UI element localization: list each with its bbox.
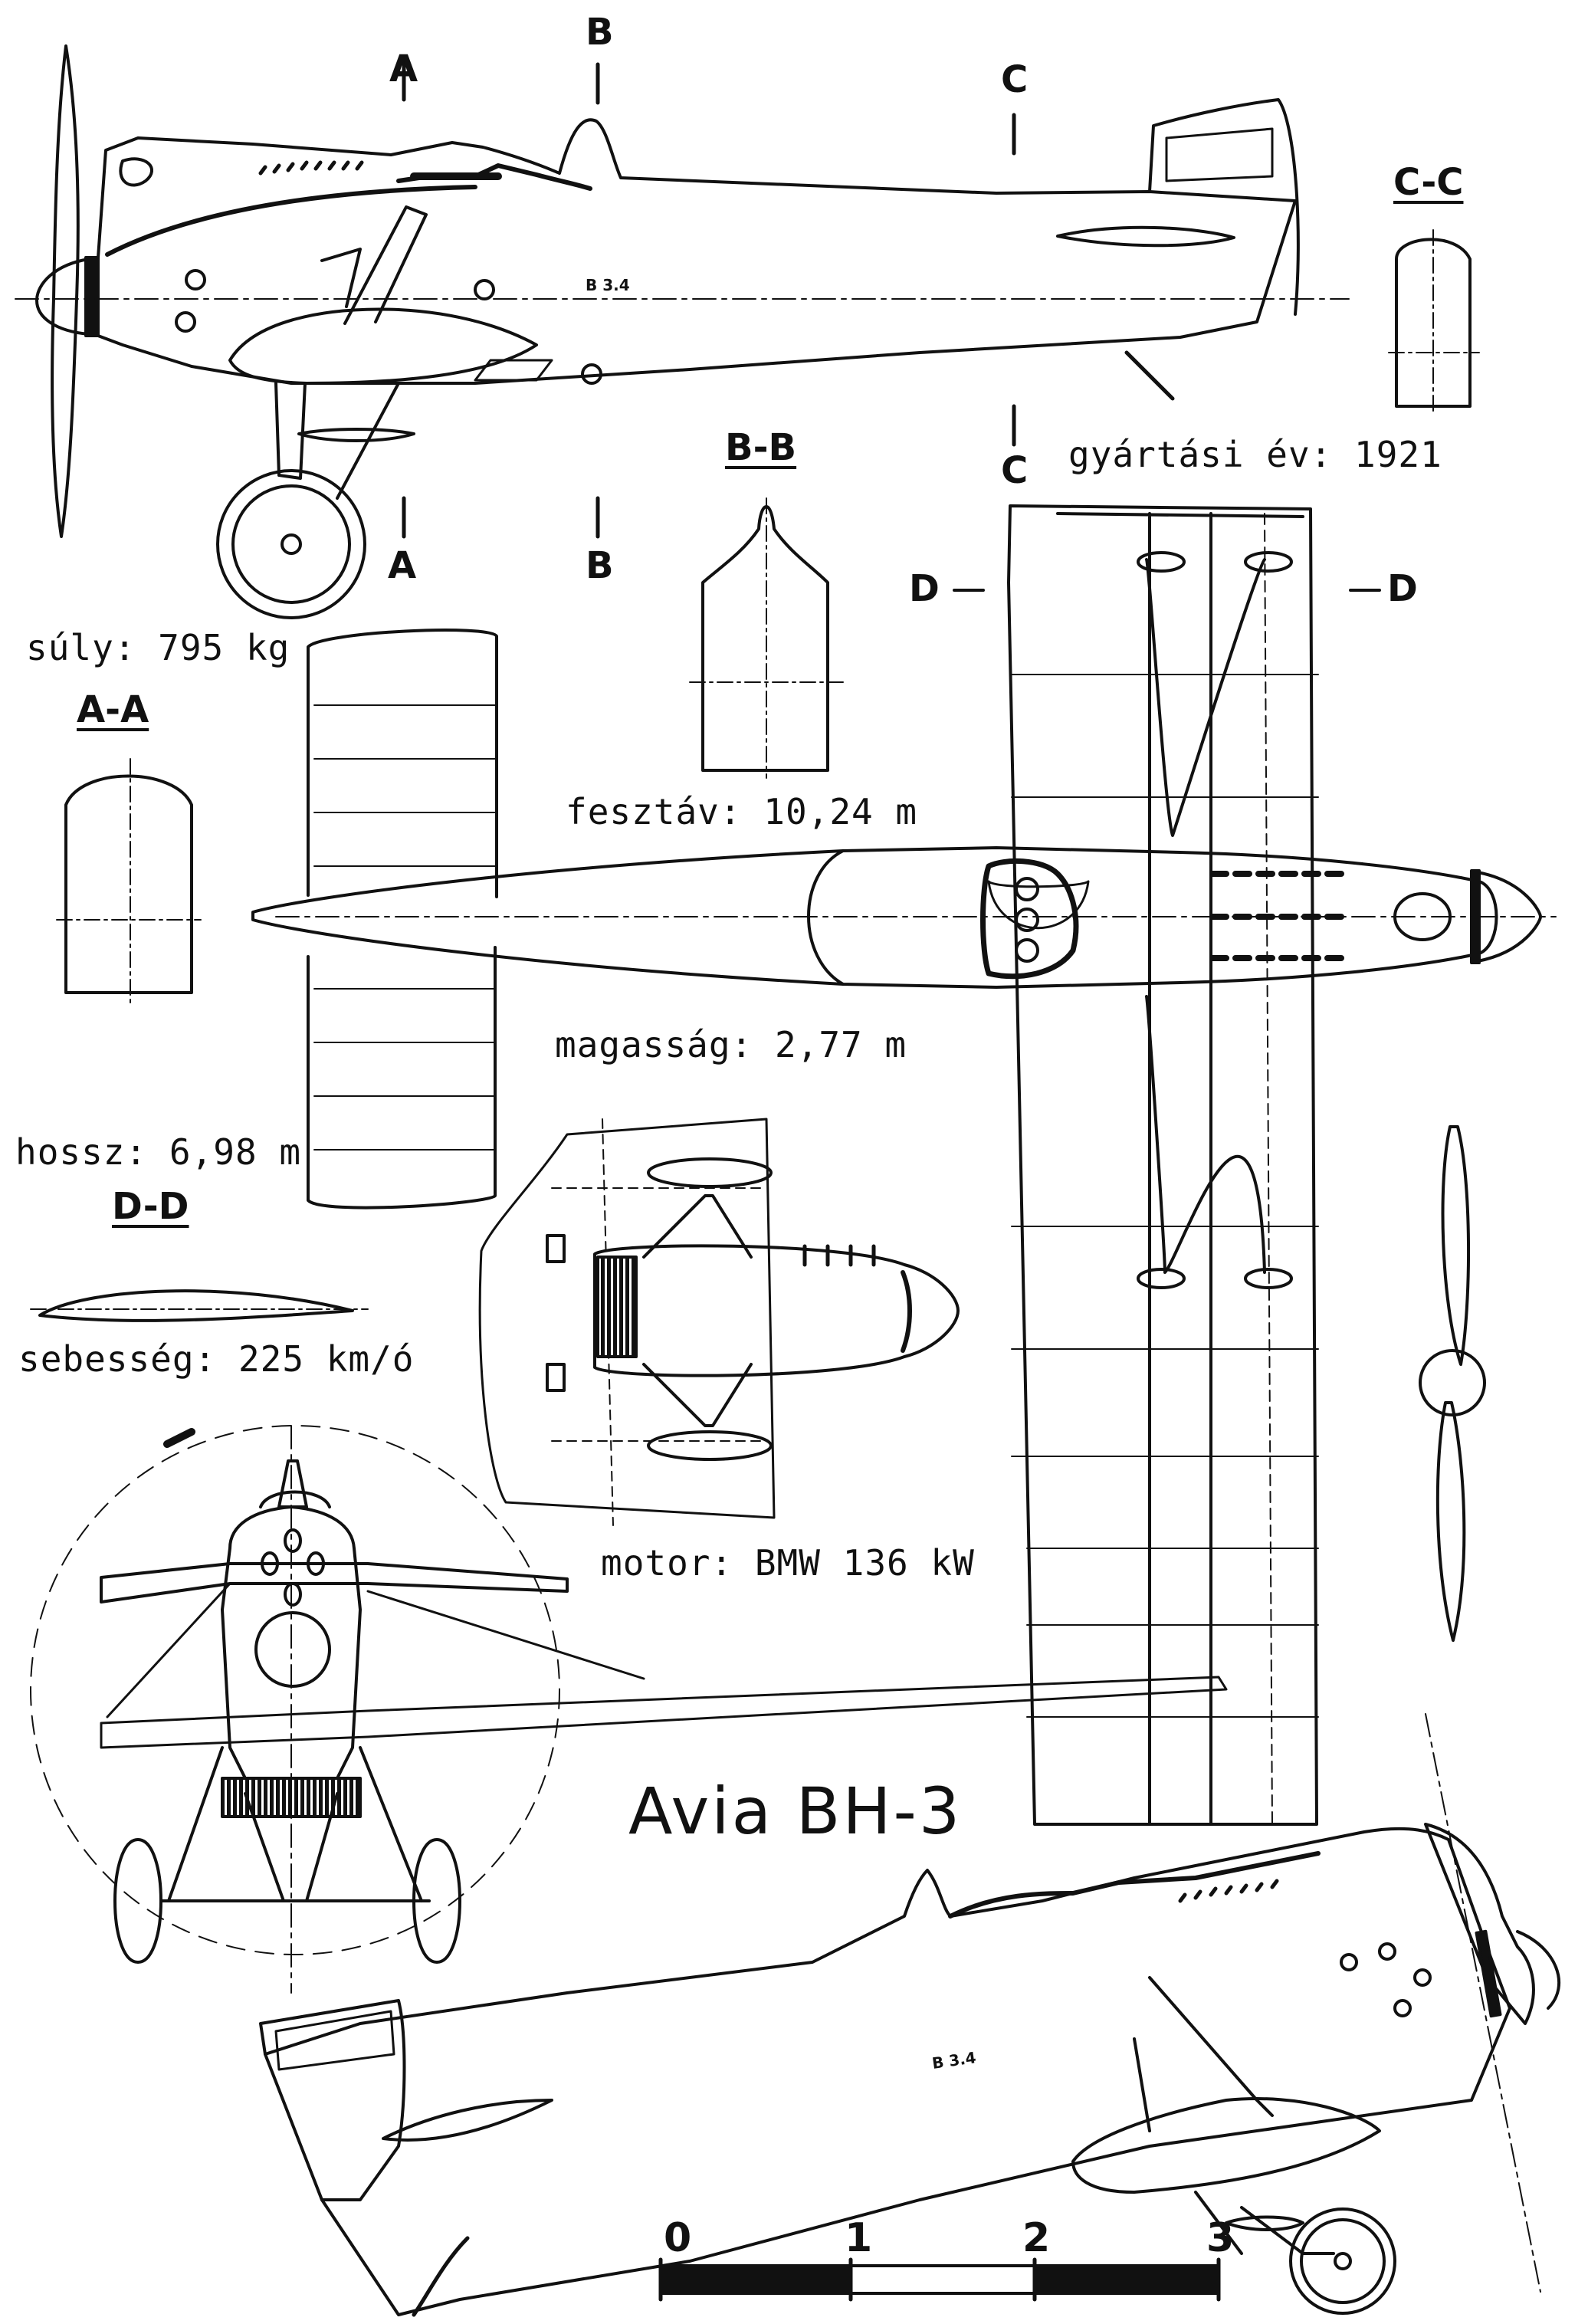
scale-label-2: 2 [1022,2215,1051,2261]
registration-side: B 3.4 [586,276,630,294]
front-view [30,1425,1228,1994]
side-view-top [15,44,1350,619]
section-b-b [689,497,844,779]
section-mark-c-top: C [1001,58,1029,101]
spec-year: gyártási év: 1921 [1068,434,1442,475]
spec-speed: sebesség: 225 km/ó [18,1338,415,1380]
plan-view [251,504,1557,1826]
spec-span: fesztáv: 10,24 m [566,791,918,832]
section-a-a-label: A-A [77,688,149,731]
section-mark-b-bottom: B [586,544,614,587]
section-c-c [1388,229,1480,415]
section-mark-d-right: D [1387,567,1418,610]
section-d-d [30,1289,369,1322]
section-c-c-label: C-C [1393,161,1464,204]
spec-weight: súly: 795 kg [26,627,290,668]
section-a-a [56,758,202,1005]
spec-length: hossz: 6,98 m [15,1131,302,1173]
section-d-d-label: D-D [112,1185,189,1228]
spec-height: magasság: 2,77 m [555,1024,907,1065]
section-mark-d-left: D [909,567,940,610]
scale-label-0: 0 [664,2215,692,2261]
scale-bar [658,2257,1221,2302]
section-mark-b-top: B [586,11,614,54]
section-mark-a-bottom: A [388,544,417,587]
aircraft-title: Avia BH-3 [628,1774,963,1849]
scale-label-3: 3 [1206,2215,1235,2261]
section-mark-a-top: A [389,48,418,90]
perspective-view [259,1713,1561,2317]
section-b-b-label: B-B [725,426,797,469]
spec-engine: motor: BMW 136 kW [601,1542,975,1584]
underside-view [478,1118,960,1526]
scale-label-1: 1 [845,2215,873,2261]
section-mark-c-bottom: C [1001,449,1029,492]
